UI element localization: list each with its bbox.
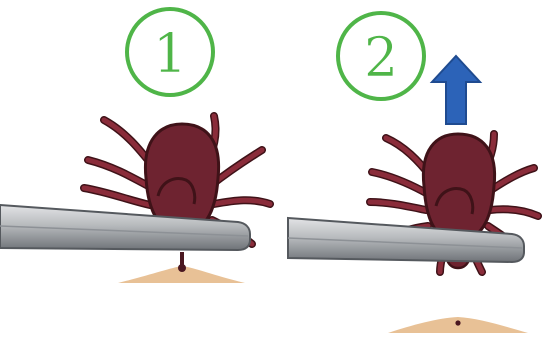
step-1-panel: 1: [0, 9, 270, 283]
tick-mouthparts: [178, 252, 186, 272]
step-1-badge: 1: [127, 9, 213, 95]
step-1-number: 1: [153, 22, 187, 85]
step-2-panel: 2: [288, 13, 538, 333]
step-2-number: 2: [364, 26, 398, 89]
step-2-badge: 2: [338, 13, 424, 99]
bite-mark: [455, 320, 460, 325]
up-arrow-icon: [432, 56, 480, 124]
